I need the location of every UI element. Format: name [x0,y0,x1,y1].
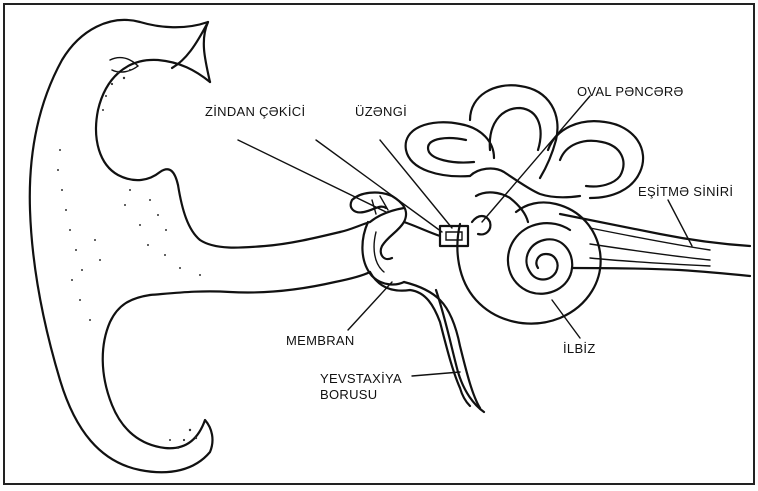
stapes-inner [446,232,462,240]
cochlea-spiral [508,223,572,294]
label-yevstaxiya-line2: BORUSU [320,387,377,402]
semicircular-canal-top [470,85,558,178]
pointer-esitme [668,200,692,246]
oval-window [472,216,490,234]
pointer-membran [348,282,392,330]
label-membran: MEMBRAN [286,333,355,348]
antihelix-curve [178,185,340,248]
pointer-yevstaxiya [412,372,460,376]
pointer-zindan-2 [316,140,442,232]
label-esitme-siniri: EŞİTMƏ SİNİRİ [638,184,733,199]
label-uzengi: ÜZƏNGİ [355,104,407,119]
ear-shading [57,69,201,449]
eardrum-inner [374,232,384,272]
label-zindan-cekici: ZİNDAN ÇƏKİCİ [205,104,305,119]
ear-fold [110,58,138,73]
semicircular-canal-left [406,122,494,176]
auditory-nerve-fibers [590,228,710,266]
label-oval-pencere: OVAL PƏNCƏRƏ [577,84,684,99]
cochlea-outer [457,202,600,323]
pointer-uzengi [380,140,452,228]
label-ilbiz: İLBİZ [563,341,596,356]
outer-ear-outline [30,20,213,472]
semicircular-canal-right [548,121,643,198]
helix-inner-curve [96,60,210,185]
helix-top [172,22,208,68]
eustachian-tube [436,290,484,412]
concha-lower-curve [150,272,370,295]
pointer-zindan [238,140,386,212]
eardrum [362,222,404,284]
label-yevstaxiya-line1: YEVSTAXİYA [320,371,402,386]
